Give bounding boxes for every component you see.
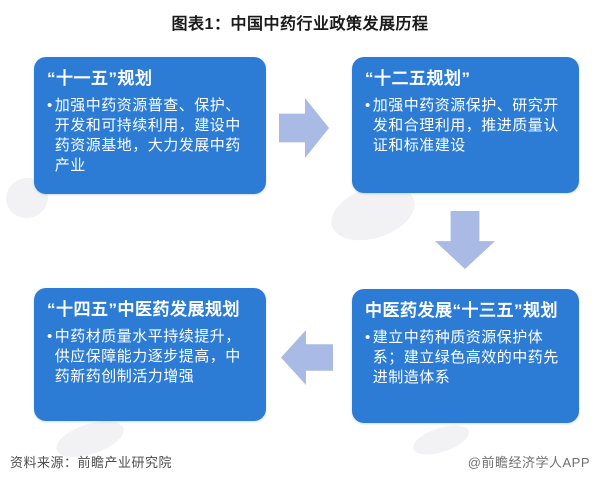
box-body: • 建立中药种质资源保护体系；建立绿色高效的中药先进制造体系 (365, 328, 566, 388)
arrow-left-icon (281, 330, 333, 385)
box-body-text: 建立中药种质资源保护体系；建立绿色高效的中药先进制造体系 (372, 328, 559, 386)
box-title: “十二五规划” (365, 69, 471, 88)
box-11th-five-year-plan: “十一五”规划 • 加强中药资源普查、保护、开发和可持续利用，建设中药资源基地，… (34, 57, 266, 194)
box-13th-five-year-plan: 中医药发展“十三五”规划 • 建立中药种质资源保护体系；建立绿色高效的中药先进制… (352, 289, 579, 423)
watermark-blob (409, 419, 473, 461)
arrow-right-icon (279, 98, 329, 158)
box-body: • 中药材质量水平持续提升，供应保障能力逐步提高，中药新药创制活力增强 (47, 327, 253, 387)
box-body-text: 加强中药资源普查、保护、开发和可持续利用，建设中药资源基地，大力发展中药产业 (54, 96, 241, 174)
box-title: “十四五”中医药发展规划 (47, 300, 240, 319)
box-body-text: 加强中药资源保护、研究开发和合理利用，推进质量认证和标准建设 (372, 96, 559, 154)
box-title: “十一五”规划 (47, 69, 153, 88)
box-title: 中医药发展“十三五”规划 (365, 301, 558, 320)
box-14th-five-year-plan: “十四五”中医药发展规划 • 中药材质量水平持续提升，供应保障能力逐步提高，中药… (34, 288, 266, 421)
arrow-down-icon (435, 211, 495, 269)
box-12th-five-year-plan: “十二五规划” • 加强中药资源保护、研究开发和合理利用，推进质量认证和标准建设 (352, 57, 579, 193)
bullet-icon: • (365, 328, 371, 346)
source-label: 资料来源：前瞻产业研究院 (10, 455, 173, 470)
bullet-icon: • (47, 327, 53, 345)
box-body: • 加强中药资源普查、保护、开发和可持续利用，建设中药资源基地，大力发展中药产业 (47, 96, 253, 176)
credit-label: @前瞻经济学人APP (467, 455, 590, 470)
bullet-icon: • (365, 96, 371, 114)
box-body-text: 中药材质量水平持续提升，供应保障能力逐步提高，中药新药创制活力增强 (54, 327, 241, 385)
page-title: 图表1：中国中药行业政策发展历程 (171, 16, 429, 33)
box-body: • 加强中药资源保护、研究开发和合理利用，推进质量认证和标准建设 (365, 96, 566, 156)
bullet-icon: • (47, 96, 53, 114)
